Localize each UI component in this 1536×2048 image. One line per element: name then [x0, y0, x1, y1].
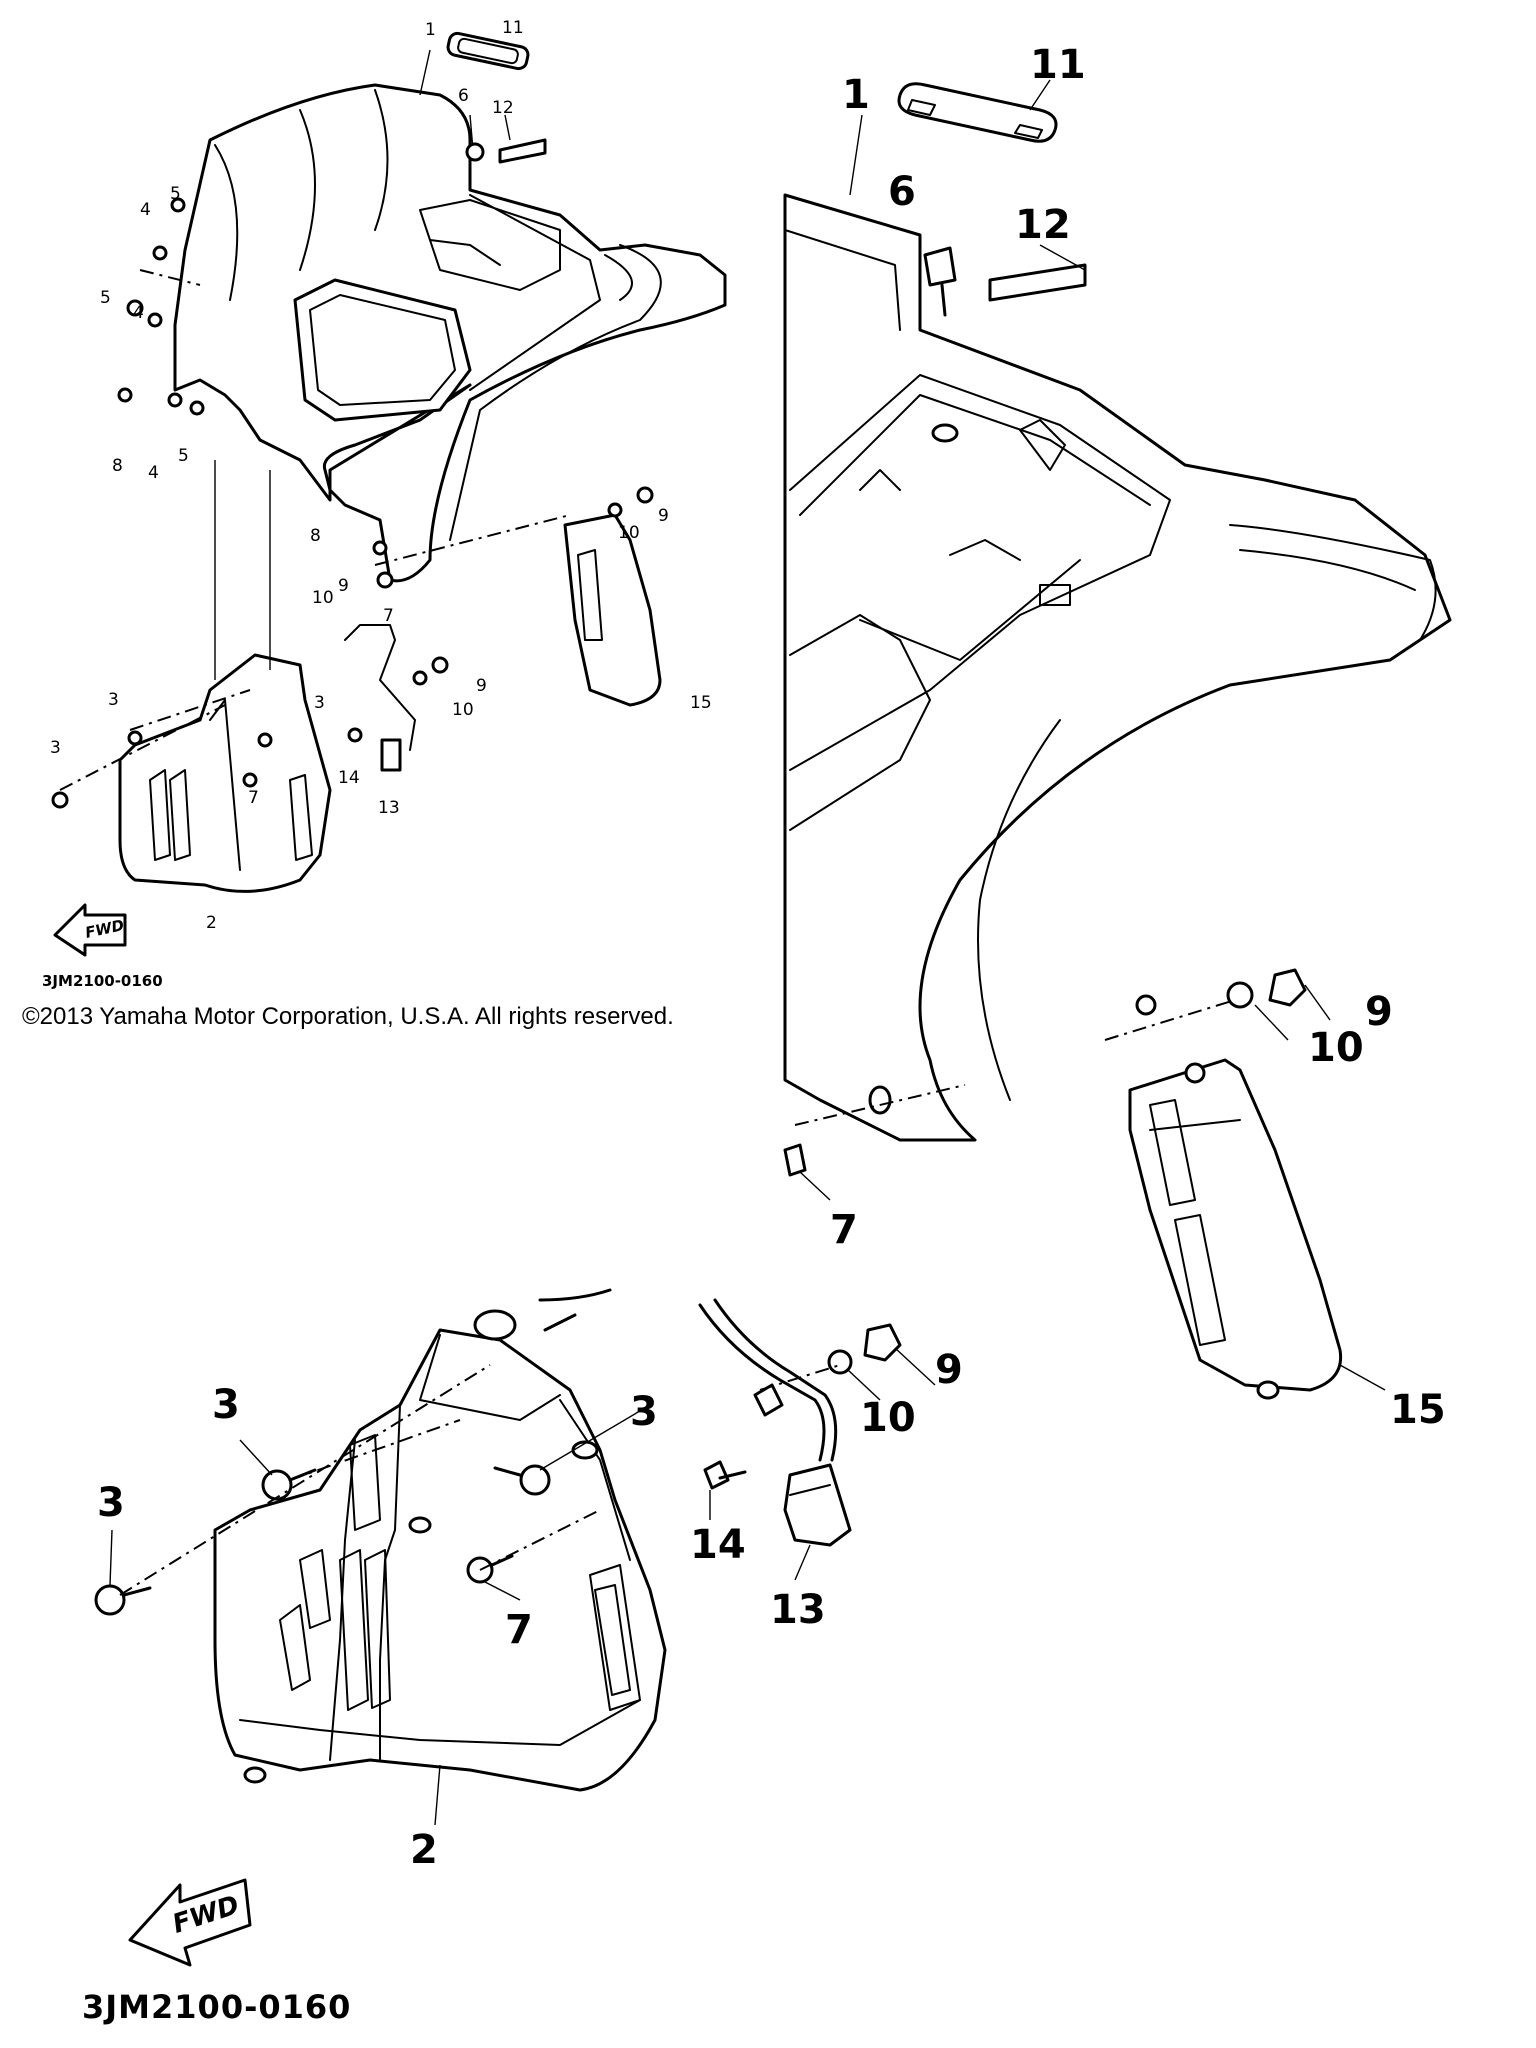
- detail-callout-7: 7: [830, 1207, 858, 1253]
- callout-10: 10: [452, 700, 474, 720]
- callout-5: 5: [100, 288, 111, 308]
- drawing-code-large: 3JM2100-0160: [82, 1988, 352, 2026]
- callout-4: 4: [148, 463, 159, 483]
- callout-5: 5: [178, 446, 189, 466]
- detail-callout-3: 3: [97, 1480, 125, 1526]
- callout-3: 3: [108, 690, 119, 710]
- detail-callout-12: 12: [1015, 202, 1071, 248]
- callout-8: 8: [112, 456, 123, 476]
- detail-callout-2: 2: [410, 1827, 438, 1873]
- callout-7: 7: [248, 788, 259, 808]
- mud-flap-detail: [213, 1328, 667, 1792]
- callout-12: 12: [492, 98, 514, 118]
- callout-1: 1: [425, 20, 436, 40]
- detail-callout-11: 11: [1030, 42, 1086, 88]
- mud-flap: [118, 653, 332, 893]
- callout-3: 3: [314, 693, 325, 713]
- detail-callout-10: 10: [860, 1395, 916, 1441]
- callout-3: 3: [50, 738, 61, 758]
- callout-14: 14: [338, 768, 360, 788]
- callout-2: 2: [206, 913, 217, 933]
- callout-13: 13: [378, 798, 400, 818]
- callout-15: 15: [690, 693, 712, 713]
- detail-callout-15: 15: [1390, 1387, 1446, 1433]
- callout-9: 9: [658, 506, 669, 526]
- callout-10: 10: [312, 588, 334, 608]
- callout-4: 4: [140, 200, 151, 220]
- callout-7: 7: [383, 606, 394, 626]
- drawing-code-small: 3JM2100-0160: [42, 972, 163, 990]
- copyright-notice: ©2013 Yamaha Motor Corporation, U.S.A. A…: [22, 1003, 674, 1030]
- detail-callout-14: 14: [690, 1522, 746, 1568]
- callout-4: 4: [133, 303, 144, 323]
- detail-callout-9: 9: [935, 1347, 963, 1393]
- callout-9: 9: [338, 576, 349, 596]
- callout-5: 5: [170, 184, 181, 204]
- detail-callout-6: 6: [888, 169, 916, 215]
- callout-9: 9: [476, 676, 487, 696]
- detail-callout-3: 3: [630, 1389, 658, 1435]
- callout-11: 11: [502, 18, 524, 38]
- detail-callout-10: 10: [1308, 1025, 1364, 1071]
- detail-callout-7: 7: [505, 1607, 533, 1653]
- detail-callout-3: 3: [212, 1382, 240, 1428]
- callout-8: 8: [310, 526, 321, 546]
- callout-10: 10: [618, 523, 640, 543]
- detail-callout-9: 9: [1365, 989, 1393, 1035]
- detail-callout-1: 1: [842, 72, 870, 118]
- detail-callout-13: 13: [770, 1587, 826, 1633]
- fender-detail: [783, 193, 1452, 1142]
- callout-6: 6: [458, 86, 469, 106]
